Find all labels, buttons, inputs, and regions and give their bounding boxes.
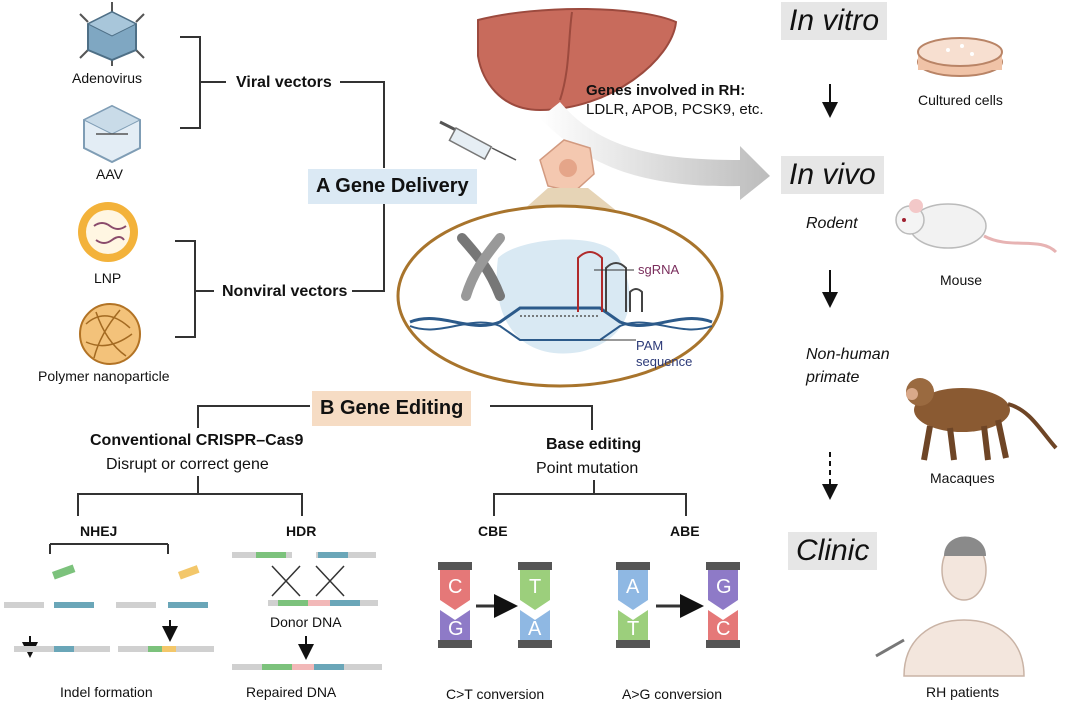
base-editing-title: Base editing (546, 436, 642, 453)
mouse-icon (895, 199, 1058, 254)
nhp-label-line1: Non-human (806, 346, 890, 363)
lnp-icon (78, 202, 138, 262)
viral-vectors-label: Viral vectors (236, 74, 332, 91)
cbe-label: CBE (478, 523, 508, 539)
repaired-dna-label: Repaired DNA (246, 684, 337, 700)
nonviral-bracket (175, 201, 385, 338)
cbe-before-top-base: C (448, 576, 463, 598)
hdr-illustration (232, 552, 382, 670)
nhej-label: NHEJ (80, 523, 118, 539)
nonviral-vectors-label: Nonviral vectors (222, 283, 348, 300)
cbe-before-tile (438, 562, 472, 648)
adenovirus-icon (79, 2, 145, 66)
nhej-illustration (4, 564, 214, 658)
in-vitro-label: In vitro (781, 2, 888, 40)
cbe-after-top-base: T (529, 576, 542, 598)
cbe-after-bottom-base: A (528, 618, 542, 640)
petri-dish-icon (917, 37, 1003, 77)
indel-label: Indel formation (60, 684, 153, 700)
editing-tree (49, 405, 687, 554)
base-editing-subtitle: Point mutation (536, 460, 639, 477)
abe-after-tile (706, 562, 740, 648)
viral-bracket (180, 36, 385, 168)
abe-label: ABE (670, 523, 700, 539)
cbe-after-tile (518, 562, 552, 648)
ag-conversion-label: A>G conversion (622, 686, 722, 702)
ct-conversion-label: C>T conversion (446, 686, 545, 702)
genes-title: Genes involved in RH: (586, 82, 746, 99)
abe-after-top-base: G (716, 576, 732, 598)
sgrna-label: sgRNA (638, 262, 680, 277)
rodent-label: Rodent (806, 215, 858, 232)
clinic-label: Clinic (788, 532, 878, 570)
cbe-before-bottom-base: G (448, 618, 464, 640)
abe-before-bottom-base: T (627, 618, 640, 640)
lnp-label: LNP (94, 270, 122, 286)
syringe-icon (439, 120, 517, 161)
liver-to-in-vivo-arrow (540, 102, 770, 200)
macaques-label: Macaques (930, 470, 995, 486)
donor-dna-label: Donor DNA (270, 614, 342, 630)
abe-before-top-base: A (626, 576, 640, 598)
aav-label: AAV (96, 166, 123, 182)
liver-icon (477, 7, 678, 112)
hdr-label: HDR (286, 523, 317, 539)
cultured-cells-label: Cultured cells (918, 92, 1003, 108)
crispr-title: Conventional CRISPR–Cas9 (90, 432, 304, 449)
polymer-label: Polymer nanoparticle (38, 368, 170, 384)
pam-label-line1: PAM (636, 338, 664, 353)
aav-icon (82, 104, 142, 164)
crispr-subtitle: Disrupt or correct gene (106, 456, 269, 473)
patient-icon (875, 536, 1025, 677)
genes-list: LDLR, APOB, PCSK9, etc. (586, 101, 764, 118)
adenovirus-label: Adenovirus (72, 70, 143, 86)
abe-before-tile (616, 562, 650, 648)
in-vivo-label: In vivo (781, 156, 884, 194)
rh-patients-label: RH patients (926, 684, 1000, 700)
gene-editing-header: B Gene Editing (312, 391, 472, 426)
hepatocyte-icon (539, 139, 595, 193)
gene-delivery-header: A Gene Delivery (308, 169, 477, 204)
chromosome-icon (457, 233, 505, 301)
pam-label-line2: sequence (636, 354, 693, 369)
mouse-label: Mouse (940, 272, 983, 288)
polymer-nanoparticle-icon (79, 303, 141, 365)
abe-after-bottom-base: C (716, 618, 731, 640)
macaque-icon (906, 378, 1058, 461)
nhp-label-line2: primate (806, 369, 860, 386)
